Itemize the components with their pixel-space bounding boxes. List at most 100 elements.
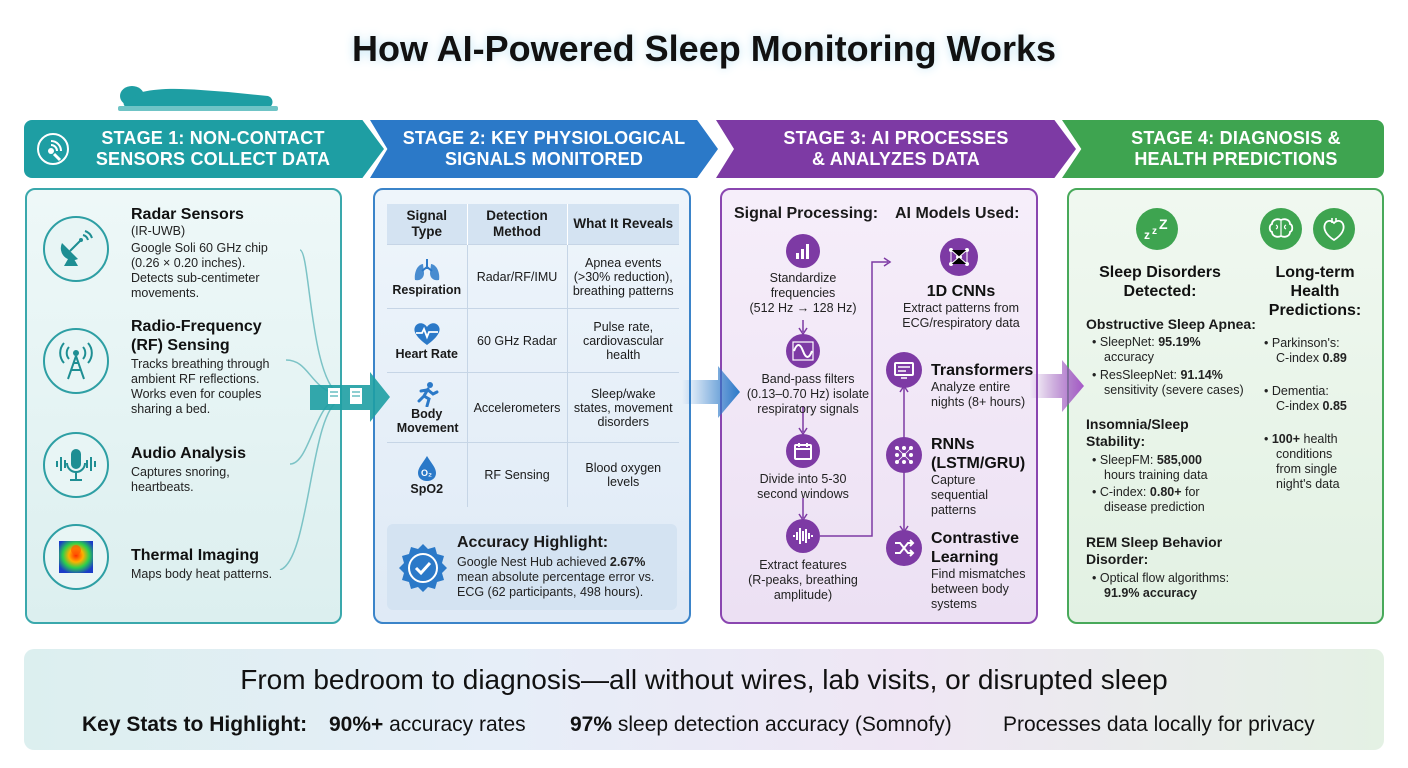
sleep-disorders-heading: Sleep Disorders Detected: (1080, 263, 1240, 301)
stage-3-banner: STAGE 3: AI PROCESSES& ANALYZES DATA (716, 120, 1076, 178)
signal-name: Body Movement (396, 406, 459, 435)
microphone-icon (56, 449, 96, 481)
process-step-3: Divide into 5-30 second windows (740, 472, 866, 502)
col-header-text: Signal (406, 208, 447, 223)
model-text: patterns (931, 503, 977, 517)
signal-cell: Heart Rate (387, 308, 467, 373)
reveals-text: Blood oxygen (585, 460, 662, 475)
table-row: Respiration Radar/RF/IMU Apnea events(>3… (387, 244, 679, 309)
reveals-text: Apnea events (585, 255, 662, 270)
stage-3-title-line2: & ANALYZES DATA (811, 149, 980, 169)
method-cell: Accelerometers (466, 372, 567, 443)
bullet-value: 91.9% accuracy (1104, 586, 1198, 600)
accuracy-value: 2.67% (609, 555, 646, 569)
thermal-sensor-title: Thermal Imaging (131, 547, 260, 564)
rf-sensor-subtitle: (RF) Sensing (131, 337, 230, 354)
model-text: Capture (931, 473, 976, 487)
recurrent-network-icon (895, 446, 913, 464)
process-step-text: second windows (757, 487, 849, 501)
model-title: Learning (931, 549, 999, 566)
reveals-text: breathing patterns (572, 283, 674, 298)
process-step-1: Standardize frequencies (512 Hz → 128 Hz… (740, 271, 866, 316)
thermal-sensor-circle (43, 524, 109, 590)
heading-line: Predictions: (1268, 302, 1362, 319)
accuracy-text: ECG (62 participants, 498 hours). (457, 585, 644, 599)
stage-1-title-line1: STAGE 1: NON-CONTACT (101, 128, 325, 148)
signal-cell: Respiration (387, 244, 467, 309)
stat-3: Processes data locally for privacy (1003, 713, 1315, 736)
stat-2: 97% sleep detection accuracy (Somnofy) (570, 713, 952, 737)
heading-line: Long-term (1275, 264, 1355, 281)
process-step-text: (512 Hz → 128 Hz) (749, 301, 857, 315)
radar-sensor-text: Detects sub-centimeter (131, 271, 260, 285)
model-text: between body (931, 582, 1009, 596)
method-cell: Radar/RF/IMU (466, 244, 567, 309)
stage-2-title-line1: STAGE 2: KEY PHYSIOLOGICAL (402, 128, 686, 148)
page-title: How AI-Powered Sleep Monitoring Works (351, 28, 1057, 69)
insomnia-title: Stability: (1086, 433, 1146, 449)
oxygen-icon: O₂ (417, 455, 436, 481)
signal-cell: Body Movement (387, 372, 467, 443)
reveals-cell: Apnea events(>30% reduction),breathing p… (566, 244, 679, 309)
rf-sensor-text: Works even for couples (131, 387, 262, 401)
model-text: systems (931, 597, 977, 611)
thermal-sensor-block: Thermal Imaging Maps body heat patterns. (131, 546, 331, 582)
accuracy-text: mean absolute percentage error vs. (457, 570, 655, 584)
lungs-icon (414, 258, 439, 280)
bullet-text: SleepNet: (1099, 335, 1159, 349)
process-step-4-icon-wrap (786, 519, 820, 553)
model-3-icon-wrap (886, 437, 922, 473)
prediction-text: Dementia: (1271, 384, 1329, 398)
model-text: Extract patterns from (902, 301, 1019, 315)
accuracy-text: Google Nest Hub achieved (457, 555, 610, 569)
audio-sensor-text: heartbeats. (131, 480, 194, 494)
audio-sensor-circle (43, 432, 109, 498)
reveals-text: health (606, 347, 641, 362)
ai-models-heading: AI Models Used: (895, 205, 1020, 222)
model-text: sequential (931, 488, 988, 502)
waveform-filter-icon (792, 341, 814, 361)
model-1: 1D CNNs Extract patterns from ECG/respir… (896, 282, 1026, 331)
process-step-text: (0.13–0.70 Hz) isolate (746, 387, 870, 401)
model-2-icon-wrap (886, 352, 922, 388)
brain-icon (1268, 218, 1294, 238)
rf-sensor-block: Radio-Frequency (RF) Sensing Tracks brea… (131, 317, 331, 417)
signal-name: SpO2 (410, 481, 444, 496)
bullet-text: hours training data (1104, 468, 1208, 482)
footer-banner (24, 649, 1384, 750)
bullet-text: disease prediction (1104, 500, 1205, 514)
heading-line: Health (1290, 283, 1340, 300)
brain-icon-wrap (1260, 208, 1302, 250)
process-step-text: Band-pass filters (761, 372, 855, 386)
model-text: nights (8+ hours) (931, 395, 1026, 409)
stage-4-panel (1067, 188, 1384, 624)
reveals-text: (>30% reduction), (573, 269, 673, 284)
signal-cell: O₂ SpO2 (387, 442, 467, 507)
svg-text:z: z (1152, 226, 1157, 237)
radar-sensor-text: movements. (131, 286, 200, 300)
prediction-value: 0.89 (1322, 351, 1347, 365)
radar-sensor-title: Radar Sensors (131, 206, 244, 223)
accuracy-title: Accuracy Highlight: (457, 534, 609, 551)
prediction-text: conditions (1276, 447, 1333, 461)
heart-pulse-icon (414, 322, 440, 345)
process-step-text: (R-peaks, breathing (748, 573, 858, 587)
prediction-text: health (1300, 432, 1338, 446)
signal-name: Heart Rate (395, 346, 459, 361)
prediction-text: C-index (1276, 399, 1323, 413)
stage-4-title-line1: STAGE 4: DIAGNOSIS & (1131, 128, 1341, 148)
model-title: (LSTM/GRU) (931, 455, 1026, 472)
signal-name: Respiration (392, 282, 462, 297)
insomnia-block: Insomnia/Sleep Stability: • SleepFM: 585… (1086, 416, 1256, 515)
stage-3-title-line1: STAGE 3: AI PROCESSES (783, 128, 1009, 148)
model-title: Contrastive (931, 530, 1020, 547)
bar-chart-icon (796, 244, 809, 259)
radar-sensor-circle (43, 216, 109, 282)
reveals-text: disorders (597, 414, 649, 429)
stage-1-title-line2: SENSORS COLLECT DATA (95, 149, 331, 169)
